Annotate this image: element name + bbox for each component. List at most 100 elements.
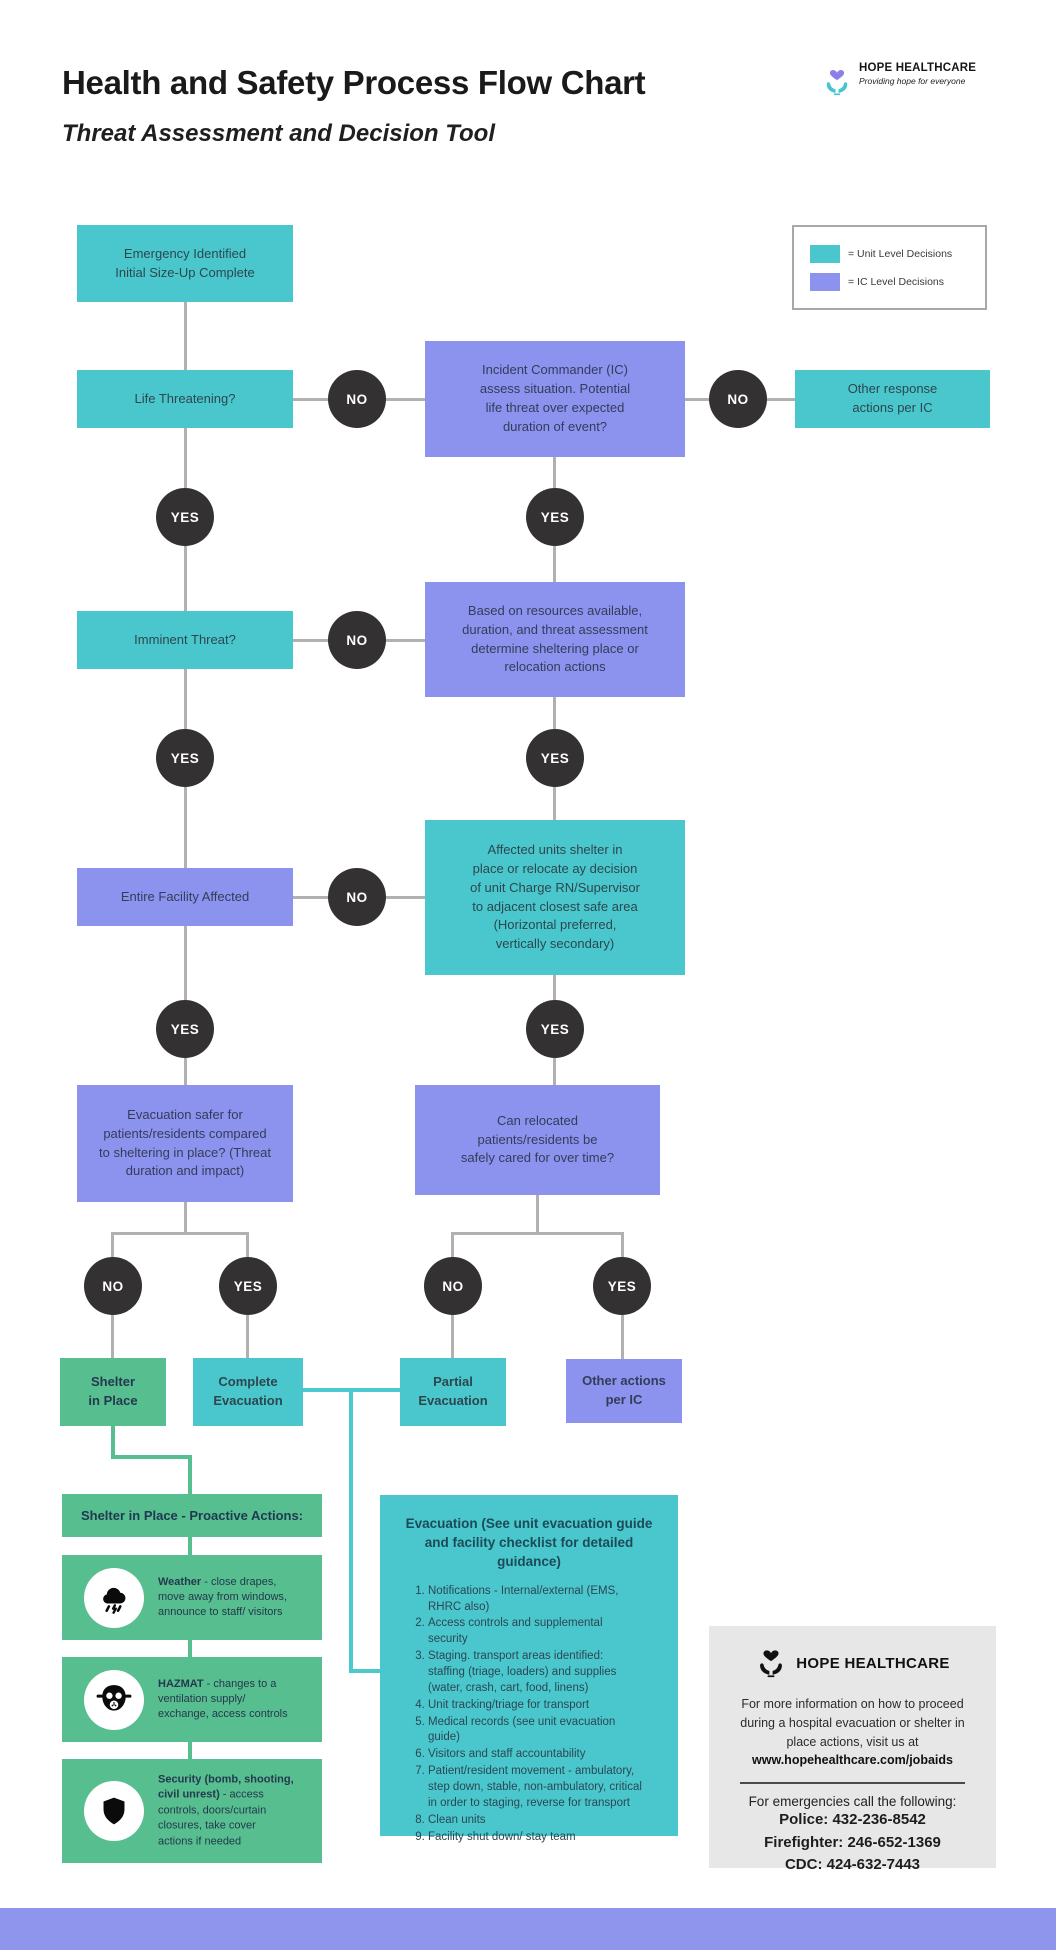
shelter-action-text: Security (bomb, shooting, civil unrest) … <box>158 1773 312 1850</box>
circle-label: YES <box>170 509 200 525</box>
connector-line <box>293 639 329 642</box>
node-ic-assess: Incident Commander (IC) assess situation… <box>425 341 685 457</box>
node-label: Affected units shelter in place or reloc… <box>470 841 640 952</box>
node-shelter-in-place: Shelter in Place <box>60 1358 166 1426</box>
decision-no-circle: NO <box>709 370 767 428</box>
legend-item-ic: = IC Level Decisions <box>810 272 985 291</box>
shelter-connector-line <box>188 1537 192 1555</box>
evacuation-step: Access controls and supplemental securit… <box>428 1616 642 1648</box>
node-can-relocated: Can relocated patients/residents be safe… <box>415 1085 660 1195</box>
circle-label: YES <box>233 1278 263 1294</box>
shelter-action-text: HAZMAT - changes to a ventilation supply… <box>158 1676 312 1722</box>
connector-line <box>621 1315 624 1359</box>
node-label: Partial Evacuation <box>418 1374 488 1408</box>
shelter-action-security: Security (bomb, shooting, civil unrest) … <box>62 1759 322 1863</box>
action-desc: - changes to a ventilation supply/ excha… <box>158 1677 288 1721</box>
connector-line <box>553 975 556 1000</box>
connector-line <box>184 1058 187 1085</box>
jobaids-link[interactable]: www.hopehealthcare.com/jobaids <box>752 1753 953 1768</box>
action-desc: - access controls, doors/curtain closure… <box>158 1788 267 1848</box>
ic-color-swatch <box>810 272 840 291</box>
police-phone: Police: 432-236-8542 <box>779 1811 926 1828</box>
heart-hands-icon <box>755 1642 787 1685</box>
legend-label: = IC Level Decisions <box>848 275 945 288</box>
connector-line <box>246 1232 249 1257</box>
connector-line <box>621 1232 624 1257</box>
connector-line <box>385 896 425 899</box>
shield-icon <box>84 1781 144 1841</box>
brand-logo: HOPE HEALTHCARE Providing hope for every… <box>822 62 976 103</box>
evacuation-step: Visitors and staff accountability <box>428 1747 642 1763</box>
decision-yes-circle: YES <box>156 488 214 546</box>
node-label: Based on resources available, duration, … <box>462 602 648 675</box>
connector-line <box>111 1315 114 1358</box>
node-label: Shelter in Place <box>88 1374 138 1408</box>
shelter-actions-heading: Shelter in Place - Proactive Actions: <box>62 1494 322 1537</box>
evacuation-step: Notifications - Internal/external (EMS, … <box>428 1584 642 1616</box>
evacuation-step: Patient/resident movement - ambulatory, … <box>428 1764 642 1812</box>
connector-line <box>293 398 329 401</box>
connector-line <box>111 1232 249 1235</box>
unit-color-swatch <box>810 244 840 263</box>
circle-label: YES <box>170 1021 200 1037</box>
circle-label: YES <box>540 1021 570 1037</box>
node-emergency-identified: Emergency Identified Initial Size-Up Com… <box>77 225 293 302</box>
circle-label: NO <box>346 889 368 905</box>
action-term: HAZMAT <box>158 1677 204 1690</box>
connector-line <box>553 697 556 729</box>
connector-line <box>451 1232 623 1235</box>
action-term: Weather <box>158 1575 202 1588</box>
node-partial-evacuation: Partial Evacuation <box>400 1358 506 1426</box>
connector-line <box>451 1232 454 1257</box>
circle-label: NO <box>102 1278 124 1294</box>
connector-line <box>553 1058 556 1085</box>
node-label: Imminent Threat? <box>134 631 236 647</box>
node-label: Emergency Identified Initial Size-Up Com… <box>115 245 255 280</box>
connector-line <box>184 926 187 1001</box>
evacuation-connector-line <box>349 1669 380 1673</box>
node-label: Other actions per IC <box>582 1373 666 1407</box>
decision-yes-circle: YES <box>156 729 214 787</box>
connector-line <box>536 1195 539 1235</box>
node-label: Complete Evacuation <box>213 1374 283 1408</box>
contact-divider <box>739 1782 966 1784</box>
shelter-action-text: Weather - close drapes, move away from w… <box>158 1574 312 1620</box>
node-life-threatening: Life Threatening? <box>77 370 293 428</box>
circle-label: YES <box>540 750 570 766</box>
node-label: Can relocated patients/residents be safe… <box>460 1112 615 1166</box>
node-label: Other response actions per IC <box>847 381 938 415</box>
decision-yes-circle: YES <box>219 1257 277 1315</box>
node-imminent-threat: Imminent Threat? <box>77 611 293 669</box>
shelter-action-hazmat: HAZMAT - changes to a ventilation supply… <box>62 1657 322 1742</box>
connector-line <box>111 1232 114 1257</box>
shelter-action-weather: Weather - close drapes, move away from w… <box>62 1555 322 1640</box>
decision-no-circle: NO <box>328 868 386 926</box>
node-based-resources: Based on resources available, duration, … <box>425 582 685 697</box>
evacuation-guidance-box: Evacuation (See unit evacuation guide an… <box>380 1495 678 1843</box>
shelter-connector-line <box>111 1455 192 1459</box>
contact-info-text: For more information on how to proceed d… <box>727 1695 978 1770</box>
connector-line <box>184 669 187 729</box>
contact-brand-name: HOPE HEALTHCARE <box>796 1655 950 1672</box>
action-term: Security (bomb, shooting, civil unrest) <box>158 1773 294 1801</box>
evacuation-step: Staging. transport areas identified: sta… <box>428 1649 642 1697</box>
connector-line <box>184 546 187 611</box>
node-evacuation-safer: Evacuation safer for patients/residents … <box>77 1085 293 1202</box>
circle-label: NO <box>346 632 368 648</box>
page-subtitle: Threat Assessment and Decision Tool <box>62 120 495 147</box>
circle-label: YES <box>170 750 200 766</box>
legend-label: = Unit Level Decisions <box>848 247 953 260</box>
circle-label: NO <box>442 1278 464 1294</box>
node-other-response: Other response actions per IC <box>795 370 990 428</box>
evacuation-step: Unit tracking/triage for transport <box>428 1698 642 1714</box>
connector-line <box>184 428 187 488</box>
connector-line <box>553 546 556 582</box>
evacuation-step-list: Notifications - Internal/external (EMS, … <box>410 1584 642 1846</box>
connector-line <box>184 787 187 868</box>
heading-label: Shelter in Place - Proactive Actions: <box>80 1508 304 1523</box>
node-label: Entire Facility Affected <box>120 888 250 904</box>
firefighter-phone: Firefighter: 246-652-1369 <box>764 1833 941 1851</box>
connector-line <box>184 1202 187 1235</box>
connector-line <box>553 457 556 488</box>
